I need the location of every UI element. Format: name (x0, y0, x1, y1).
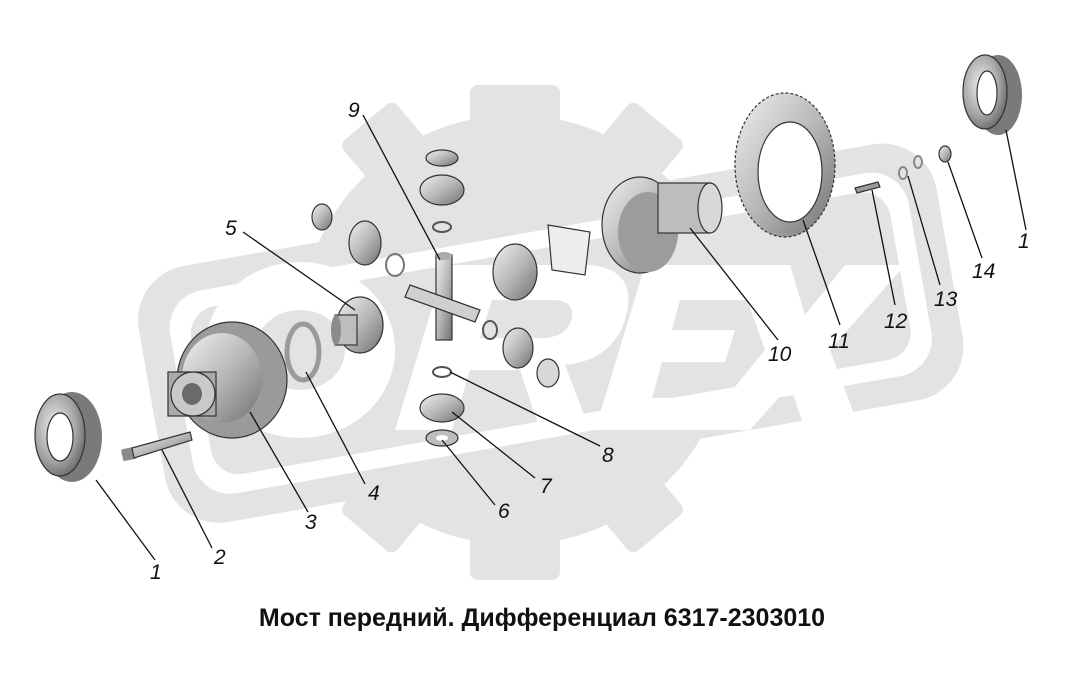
callout-13: 13 (934, 288, 958, 311)
callout-3: 3 (305, 511, 317, 534)
part-bolt (121, 431, 193, 461)
part-bearing-left (34, 392, 102, 482)
callout-14: 14 (972, 260, 995, 283)
diagram-title: Мост передний. Дифференциал 6317-2303010 (258, 604, 826, 632)
callout-4: 4 (368, 482, 380, 505)
part-pinion-gears (311, 149, 591, 447)
leader-lines (95, 114, 1027, 561)
part-pin (854, 181, 881, 194)
callout-2: 2 (213, 546, 226, 569)
part-cross-spider (404, 252, 481, 341)
callout-11: 11 (828, 330, 850, 353)
callout-1-right: 1 (1018, 230, 1030, 253)
callout-6: 6 (498, 500, 510, 523)
callout-labels: 1 2 3 4 5 6 7 8 9 10 11 12 13 14 1 (150, 99, 1030, 584)
part-side-gear-left (331, 296, 384, 354)
callout-9: 9 (348, 99, 360, 122)
callout-5: 5 (225, 217, 237, 240)
callout-8: 8 (602, 444, 614, 467)
part-bearing-right (962, 54, 1022, 135)
part-ring-gear (734, 92, 836, 238)
part-case-half-right (601, 176, 723, 274)
callout-10: 10 (768, 343, 792, 366)
callout-7: 7 (540, 475, 553, 498)
part-nut (938, 145, 952, 163)
callout-12: 12 (884, 310, 908, 333)
watermark-logo (138, 85, 964, 580)
callout-1-left: 1 (150, 561, 162, 584)
part-thrust-washer (284, 321, 322, 383)
part-lock-washers (898, 155, 923, 180)
part-case-half-left (167, 321, 288, 439)
